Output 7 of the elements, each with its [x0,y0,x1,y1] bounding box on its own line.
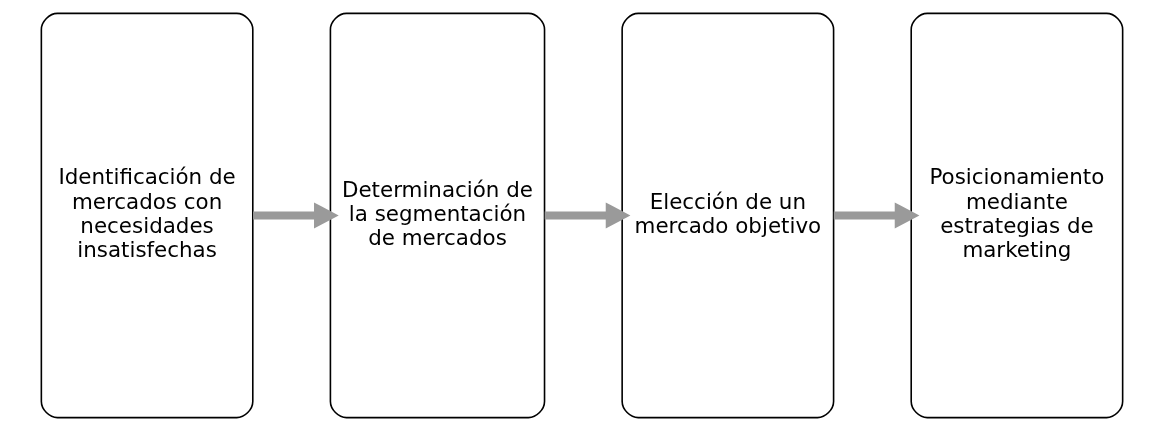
arrow [252,202,339,229]
node-box: Identificación de mercados con necesidades insatisfechas [40,12,254,419]
node-box: Posicionamiento mediante estrategias de marketing [909,12,1123,419]
arrow [544,202,630,229]
arrow [833,202,919,229]
node-box: Determinación de la segmentación de mercados [329,12,545,419]
node-box: Elección de un mercado objetivo [620,12,834,419]
